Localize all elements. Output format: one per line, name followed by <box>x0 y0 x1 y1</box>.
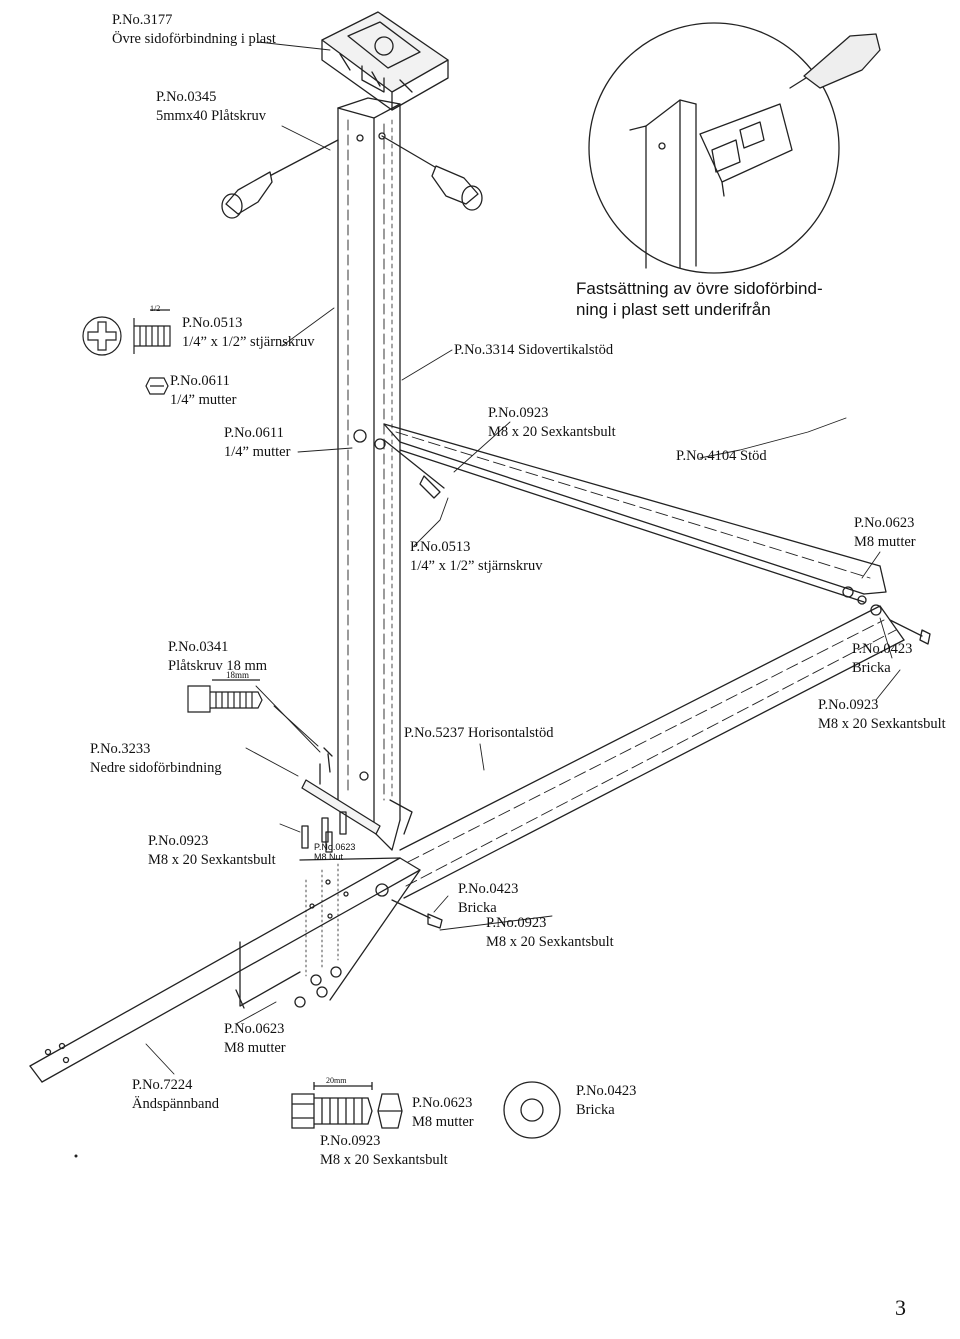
sheet-screw-icon <box>187 685 211 713</box>
support-beam-drawing <box>374 423 887 605</box>
mid-fastener-drawing <box>353 429 445 929</box>
upper-plastic-link-drawing <box>321 11 449 111</box>
screwdriver-left-drawing <box>221 139 339 219</box>
lower-link-drawing <box>301 747 389 897</box>
page-number: 3 <box>895 1295 906 1320</box>
label-horizontal: P.No.5237 Horisontalstöd <box>404 725 554 741</box>
vertical-post-drawing <box>337 97 401 851</box>
legend-bolt-icon <box>291 1082 373 1129</box>
leader-lines <box>145 41 901 1075</box>
legend-nut-icon <box>377 1093 403 1129</box>
nut-icon <box>145 377 169 395</box>
label-side-vertical: P.No.3314 Sidovertikalstöd <box>454 342 614 358</box>
bolt-group-drawing <box>294 811 347 1008</box>
zoom-circle-drawing <box>588 22 881 274</box>
small-part-icons <box>82 309 263 713</box>
legend-washer-icon <box>503 1081 561 1139</box>
end-strap-drawing <box>29 857 421 1083</box>
right-fastener-drawing <box>870 604 931 645</box>
label-support-4104: P.No.4104 Stöd <box>676 448 767 464</box>
zoom-caption: Fastsättning av övre sidoförbind-ning i … <box>576 279 823 319</box>
label-half-dimension: 1/2 <box>150 304 161 313</box>
cross-screw-head-icon <box>82 316 122 356</box>
label-20mm: 20mm <box>326 1076 347 1085</box>
horizontal-beam-drawing <box>389 605 905 899</box>
legend-drawings <box>291 1081 561 1139</box>
screwdriver-right-drawing <box>381 135 483 211</box>
label-18mm: 18mm <box>226 670 250 680</box>
